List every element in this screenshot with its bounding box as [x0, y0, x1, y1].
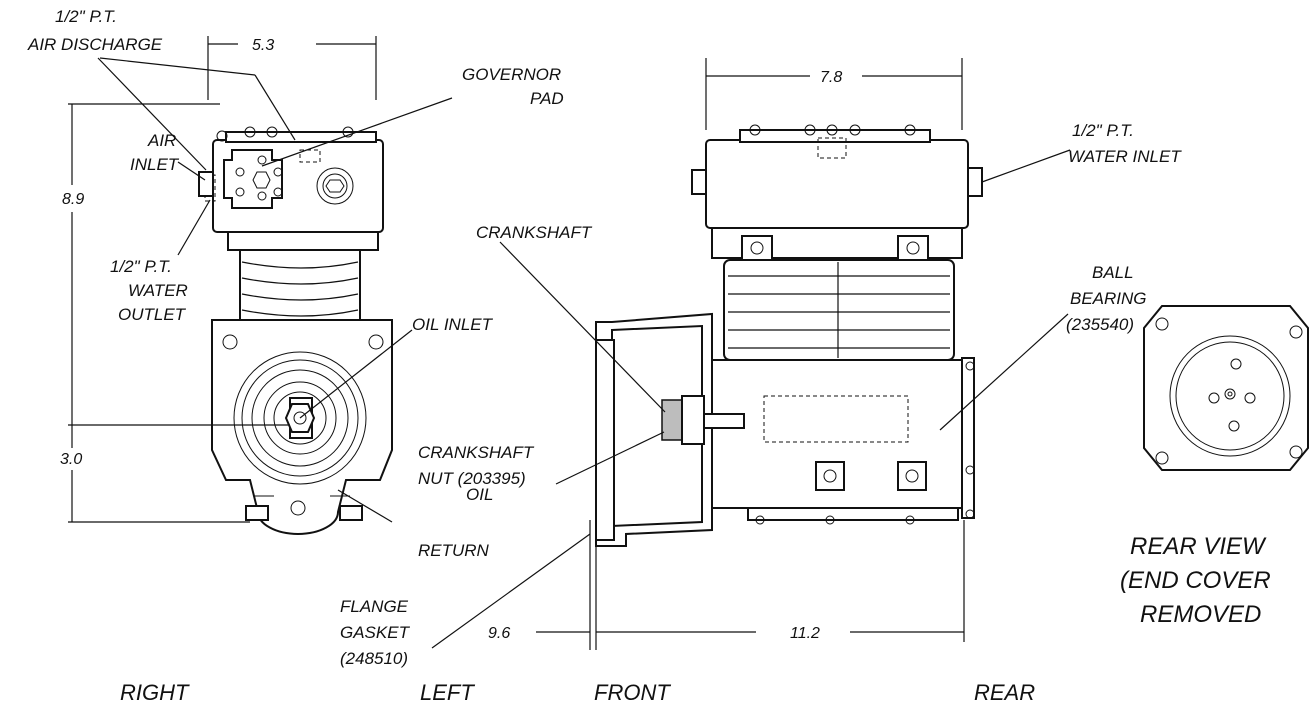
dim-height-lower: 3.0	[60, 451, 82, 468]
dim-front-offset: 9.6	[488, 625, 510, 642]
water-outlet-label-1: 1/2" P.T.	[110, 257, 172, 276]
side-view-lines	[68, 36, 453, 523]
oil-inlet-label: OIL INLET	[412, 315, 494, 334]
air-inlet-label-2: INLET	[130, 155, 180, 174]
view-label-rear: REAR	[974, 680, 1035, 703]
water-inlet-label-2: WATER INLET	[1068, 147, 1182, 166]
governor-label-1: GOVERNOR	[462, 65, 561, 84]
flange-gasket-label-1: FLANGE	[340, 597, 409, 616]
ball-bearing-label-1: BALL	[1092, 263, 1134, 282]
view-label-right: RIGHT	[120, 680, 190, 703]
rear-view-label-3: REMOVED	[1140, 601, 1261, 628]
ball-bearing-label-2: BEARING	[1070, 289, 1147, 308]
water-outlet-label-3: OUTLET	[118, 305, 187, 324]
rear-view-label-1: REAR VIEW	[1130, 533, 1267, 560]
air-discharge-label-1: 1/2" P.T.	[55, 7, 117, 26]
flange-gasket-label-3: (248510)	[340, 649, 408, 668]
crankshaft-nut-label-1: CRANKSHAFT	[418, 443, 535, 462]
ball-bearing-label-3: (235540)	[1066, 315, 1134, 334]
oil-return-label-1: OIL	[466, 485, 493, 504]
dim-width-top-left: 5.3	[252, 37, 274, 54]
side-view	[198, 126, 393, 535]
rear-view	[1143, 305, 1309, 471]
profile-view	[595, 124, 983, 547]
view-label-left: LEFT	[420, 680, 475, 703]
governor-label-2: PAD	[530, 89, 564, 108]
dim-length: 11.2	[790, 625, 820, 642]
crankshaft-label: CRANKSHAFT	[476, 223, 593, 242]
water-outlet-label-2: WATER	[128, 281, 188, 300]
rear-view-label-2: (END COVER	[1120, 567, 1271, 594]
water-inlet-label-1: 1/2" P.T.	[1072, 121, 1134, 140]
air-inlet-label-1: AIR	[147, 131, 176, 150]
oil-return-label-2: RETURN	[418, 541, 490, 560]
flange-gasket-label-2: GASKET	[340, 623, 411, 642]
dim-width-top-right: 7.8	[820, 69, 842, 86]
profile-view-lines	[431, 58, 1071, 650]
crankshaft-nut-label-2: NUT (203395)	[418, 469, 526, 488]
dim-height-total: 8.9	[62, 191, 84, 208]
view-label-front: FRONT	[594, 680, 671, 703]
air-discharge-label-2: AIR DISCHARGE	[27, 35, 163, 54]
